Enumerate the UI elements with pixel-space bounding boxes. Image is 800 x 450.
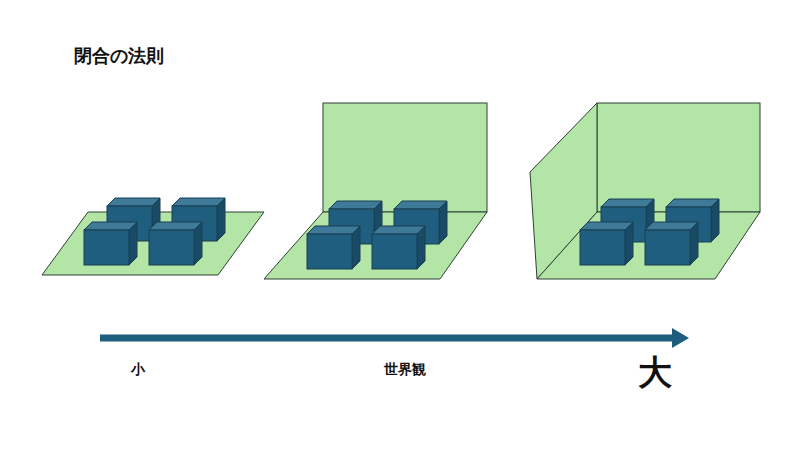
room-scene bbox=[530, 103, 760, 279]
scale-arrow bbox=[100, 328, 689, 348]
floor-wall-scene bbox=[264, 103, 487, 279]
diagram-title: 閉合の法則 bbox=[74, 45, 164, 67]
axis-label: 世界観 bbox=[384, 361, 426, 378]
scale-max-label: 大 bbox=[638, 352, 672, 393]
floor-only-scene bbox=[42, 198, 264, 275]
scale-min-label: 小 bbox=[131, 361, 145, 378]
